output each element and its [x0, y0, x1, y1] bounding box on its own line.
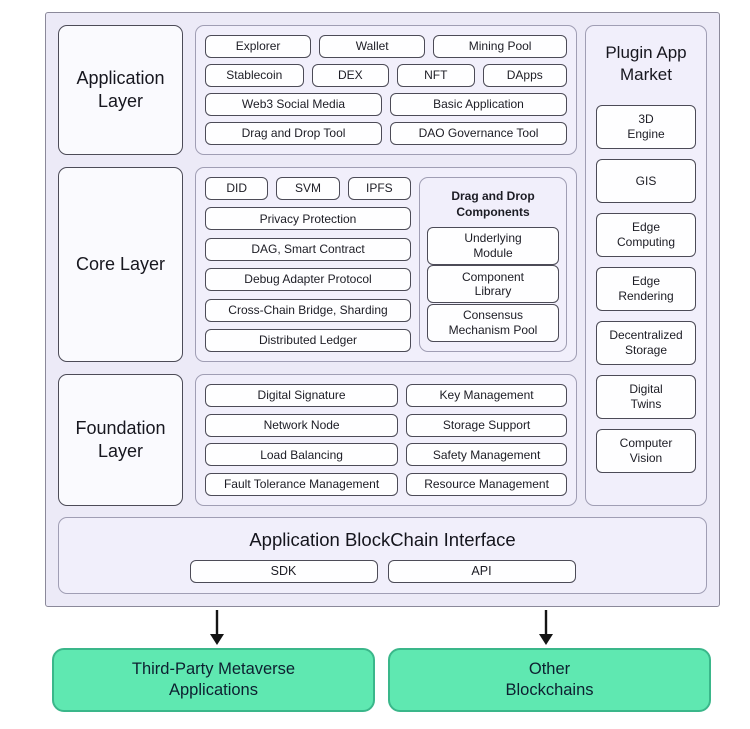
foundation-layer-group: Digital Signature Key Management Network…	[195, 374, 577, 506]
box-cross-chain-bridge-sharding: Cross-Chain Bridge, Sharding	[205, 298, 411, 322]
plugin-app-market-panel: Plugin App Market 3D Engine GIS Edge Com…	[585, 25, 707, 506]
box-distributed-ledger: Distributed Ledger	[205, 328, 411, 352]
box-decentralized-storage: Decentralized Storage	[596, 320, 696, 365]
box-did: DID	[205, 177, 269, 200]
third-party-metaverse-applications-box: Third-Party Metaverse Applications	[52, 648, 375, 712]
application-layer-label: Application Layer	[58, 25, 183, 155]
box-label: Underlying Module	[464, 231, 522, 260]
box-drag-drop-tool: Drag and Drop Tool	[205, 122, 382, 145]
box-fault-tolerance-management: Fault Tolerance Management	[205, 472, 399, 496]
box-basic-application: Basic Application	[390, 93, 567, 116]
box-wallet: Wallet	[319, 35, 426, 58]
box-3d-engine: 3D Engine	[596, 104, 696, 149]
core-layer-label: Core Layer	[58, 167, 183, 362]
abci-panel: Application BlockChain Interface SDK API	[58, 517, 707, 594]
box-key-management: Key Management	[406, 384, 567, 407]
abci-title: Application BlockChain Interface	[249, 529, 516, 550]
box-gis: GIS	[596, 158, 696, 203]
down-arrow-icon	[539, 610, 554, 645]
core-layer-group: DID SVM IPFS Privacy Protection DAG, Sma…	[195, 167, 577, 362]
box-label: Component Library	[461, 269, 525, 299]
application-layer-group: Explorer Wallet Mining Pool Stablecoin D…	[195, 25, 577, 155]
box-dao-governance-tool: DAO Governance Tool	[390, 122, 567, 145]
box-nft: NFT	[397, 64, 475, 87]
down-arrow-icon	[209, 610, 224, 645]
box-digital-twins: Digital Twins	[596, 374, 696, 419]
box-load-balancing: Load Balancing	[205, 443, 399, 467]
box-safety-management: Safety Management	[406, 443, 567, 467]
box-network-node: Network Node	[205, 413, 399, 437]
box-explorer: Explorer	[205, 35, 312, 58]
box-dapps: DApps	[482, 64, 567, 87]
box-consensus-mechanism-pool: Consensus Mechanism Pool	[427, 303, 559, 342]
box-label: Other Blockchains	[505, 659, 594, 699]
box-ipfs: IPFS	[347, 177, 411, 200]
box-stablecoin: Stablecoin	[205, 64, 304, 87]
box-dag-smart-contract: DAG, Smart Contract	[205, 237, 411, 261]
box-edge-computing: Edge Computing	[596, 212, 696, 257]
box-debug-adapter-protocol: Debug Adapter Protocol	[205, 268, 411, 292]
box-svm: SVM	[276, 177, 340, 200]
drag-drop-components-title: Drag and Drop Components	[451, 189, 535, 219]
box-dex: DEX	[311, 64, 390, 87]
box-privacy-protection: Privacy Protection	[205, 207, 411, 231]
core-layer-row: Core Layer DID SVM IPFS Privacy Protecti…	[58, 167, 577, 362]
box-computer-vision: Computer Vision	[596, 428, 696, 473]
drag-drop-components-panel: Drag and Drop Components Underlying Modu…	[419, 177, 567, 352]
box-storage-support: Storage Support	[406, 413, 567, 437]
foundation-layer-label: Foundation Layer	[58, 374, 183, 506]
external-systems-row: Third-Party Metaverse Applications Other…	[52, 648, 711, 712]
box-sdk: SDK	[189, 560, 378, 583]
box-mining-pool: Mining Pool	[433, 35, 567, 58]
box-component-library: Component Library	[427, 265, 559, 304]
other-blockchains-box: Other Blockchains	[388, 648, 711, 712]
box-resource-management: Resource Management	[406, 472, 567, 496]
plugin-app-market-title: Plugin App Market	[605, 43, 687, 85]
box-digital-signature: Digital Signature	[205, 384, 399, 407]
box-underlying-module: Underlying Module	[427, 226, 559, 265]
box-label: Consensus Mechanism Pool	[448, 308, 538, 337]
foundation-layer-row: Foundation Layer Digital Signature Key M…	[58, 374, 577, 506]
architecture-container: Application Layer Explorer Wallet Mining…	[45, 12, 720, 607]
application-layer-row: Application Layer Explorer Wallet Mining…	[58, 25, 577, 155]
box-edge-rendering: Edge Rendering	[596, 266, 696, 311]
box-label: Third-Party Metaverse Applications	[131, 659, 296, 699]
box-api: API	[387, 560, 576, 583]
box-web3-social-media: Web3 Social Media	[205, 93, 382, 116]
connector-arrows	[52, 609, 711, 646]
